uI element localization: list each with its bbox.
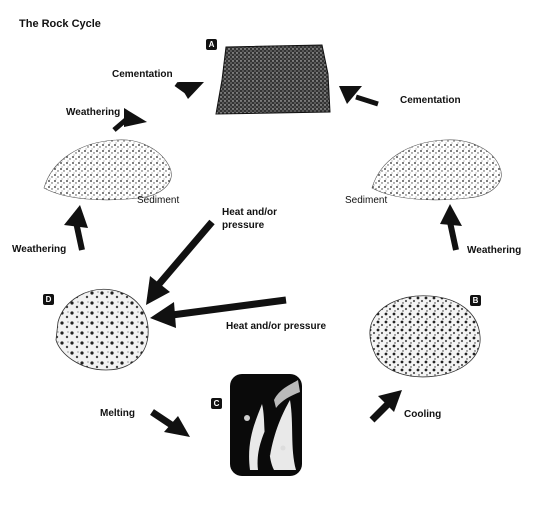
arrow-heat-pressure-lower-icon bbox=[150, 296, 287, 328]
sedimentary-rock-image bbox=[215, 44, 331, 115]
magma-image bbox=[230, 374, 302, 476]
arrow-cooling-icon bbox=[369, 390, 402, 423]
arrow-cementation-right-icon bbox=[339, 86, 379, 107]
arrow-weathering-left-icon bbox=[64, 205, 88, 251]
metamorphic-rock-image bbox=[55, 288, 149, 371]
arrow-melting-icon bbox=[150, 409, 190, 437]
arrow-cementation-left-icon bbox=[174, 81, 204, 99]
sediment-pile-left-image bbox=[43, 139, 172, 201]
label-melting: Melting bbox=[100, 408, 135, 419]
label-cooling: Cooling bbox=[404, 409, 442, 420]
label-sediment-left: Sediment bbox=[137, 195, 180, 206]
label-cementation-right: Cementation bbox=[400, 95, 461, 106]
label-cementation-left: Cementation bbox=[112, 69, 173, 80]
diagram-title: The Rock Cycle bbox=[19, 18, 101, 30]
label-sediment-right: Sediment bbox=[345, 195, 388, 206]
arrow-heat-pressure-upper-icon bbox=[146, 219, 215, 305]
sediment-pile-right-image bbox=[371, 139, 502, 201]
label-weathering-right: Weathering bbox=[467, 245, 522, 256]
igneous-rock-image bbox=[369, 295, 481, 378]
label-heat-pressure-line1: Heat and/or bbox=[222, 207, 278, 218]
badge-b: B bbox=[470, 295, 481, 306]
label-heat-pressure-lower: Heat and/or pressure bbox=[226, 321, 327, 332]
label-weathering-lower-left: Weathering bbox=[12, 244, 67, 255]
arrow-weathering-upper-icon bbox=[112, 108, 147, 132]
label-heat-pressure-line2: pressure bbox=[222, 220, 265, 231]
badge-c: C bbox=[211, 398, 222, 409]
arrow-weathering-right-icon bbox=[440, 204, 462, 251]
label-weathering-upper: Weathering bbox=[66, 107, 121, 118]
badge-d: D bbox=[43, 294, 54, 305]
badge-a: A bbox=[206, 39, 217, 50]
